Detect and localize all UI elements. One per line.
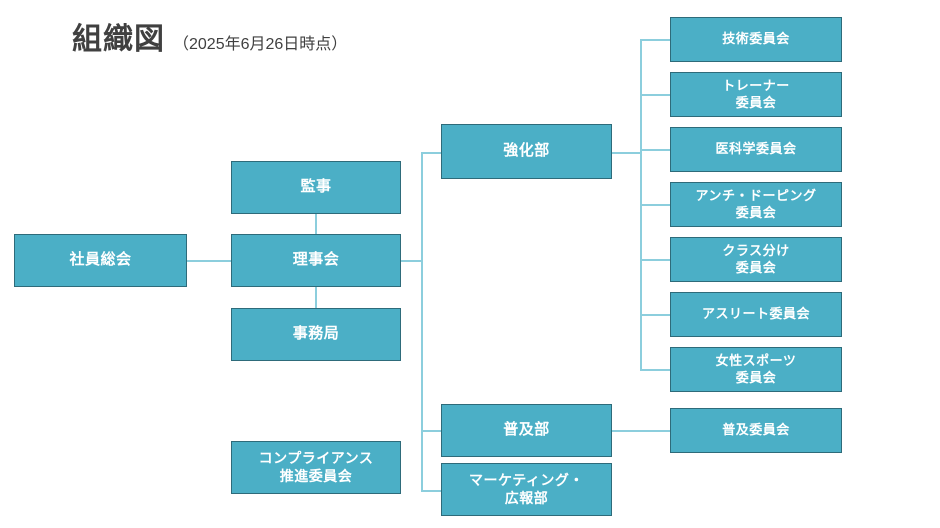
node-committee-6-line1: アスリート委員会 <box>701 306 810 322</box>
connector-promotion-committee <box>612 430 671 432</box>
title-main: 組織図 <box>72 23 165 56</box>
node-committee-1-line1: 技術委員会 <box>722 31 790 47</box>
node-board[interactable]: 理事会 <box>231 234 401 287</box>
node-promotion-committee-line1: 普及委員会 <box>722 422 790 438</box>
node-strengthening-label: 強化部 <box>503 142 550 160</box>
connector-committee-stub-4 <box>640 204 671 206</box>
connector-department-trunk <box>421 152 423 490</box>
connector-committee-stub-6 <box>640 314 671 316</box>
node-compliance-committee[interactable]: コンプライアンス 推進委員会 <box>231 441 401 494</box>
connector-board-trunk <box>400 260 422 262</box>
node-auditor-label: 監事 <box>300 178 332 196</box>
page-title: 組織図 （2025年6月26日時点） <box>72 14 347 58</box>
node-committee-2-line2: 委員会 <box>735 94 777 110</box>
connector-trunk-marketing <box>421 490 442 492</box>
node-committee-5-line1: クラス分け <box>722 243 790 259</box>
node-committee-3[interactable]: 医科学委員会 <box>670 127 842 172</box>
node-marketing-pr-department[interactable]: マーケティング・ 広報部 <box>441 463 612 516</box>
node-general-assembly-label: 社員総会 <box>69 251 132 269</box>
node-general-assembly[interactable]: 社員総会 <box>14 234 187 287</box>
connector-auditor-board <box>315 214 317 235</box>
connector-board-secretariat <box>315 287 317 308</box>
connector-committee-stub-2 <box>640 94 671 96</box>
connector-committee-stub-3 <box>640 149 671 151</box>
connector-committee-stub-5 <box>640 259 671 261</box>
connector-trunk-promotion <box>421 430 442 432</box>
node-promotion-department[interactable]: 普及部 <box>441 404 612 457</box>
node-committee-5-line2: 委員会 <box>735 259 777 275</box>
node-committee-7-line2: 委員会 <box>735 369 777 385</box>
node-committee-4-line2: 委員会 <box>735 204 777 220</box>
connector-committee-stub-7 <box>640 369 671 371</box>
node-committee-3-line1: 医科学委員会 <box>715 141 797 157</box>
node-committee-6[interactable]: アスリート委員会 <box>670 292 842 337</box>
node-committee-2[interactable]: トレーナー 委員会 <box>670 72 842 117</box>
node-board-label: 理事会 <box>292 251 340 269</box>
node-committee-1[interactable]: 技術委員会 <box>670 17 842 62</box>
node-compliance-line1: コンプライアンス <box>258 450 374 466</box>
node-compliance-line2: 推進委員会 <box>279 467 353 484</box>
connector-trunk-strengthening <box>421 152 442 154</box>
node-auditor[interactable]: 監事 <box>231 161 401 214</box>
node-strengthening-department[interactable]: 強化部 <box>441 124 612 179</box>
node-secretariat[interactable]: 事務局 <box>231 308 401 361</box>
node-marketing-line2: 広報部 <box>504 489 549 506</box>
connector-committee-stub-1 <box>640 39 671 41</box>
node-committee-7[interactable]: 女性スポーツ 委員会 <box>670 347 842 392</box>
node-marketing-line1: マーケティング・ <box>469 472 584 488</box>
node-committee-4[interactable]: アンチ・ドーピング 委員会 <box>670 182 842 227</box>
connector-strengthening-trunk <box>612 152 641 154</box>
node-secretariat-label: 事務局 <box>292 325 340 343</box>
node-committee-2-line1: トレーナー <box>722 78 790 94</box>
connector-assembly-board <box>187 260 232 262</box>
node-committee-7-line1: 女性スポーツ <box>715 353 797 369</box>
title-subtitle: （2025年6月26日時点） <box>173 36 348 53</box>
node-promotion-committee[interactable]: 普及委員会 <box>670 408 842 453</box>
node-promotion-label: 普及部 <box>503 421 550 439</box>
node-committee-4-line1: アンチ・ドーピング <box>695 188 817 204</box>
node-committee-5[interactable]: クラス分け 委員会 <box>670 237 842 282</box>
